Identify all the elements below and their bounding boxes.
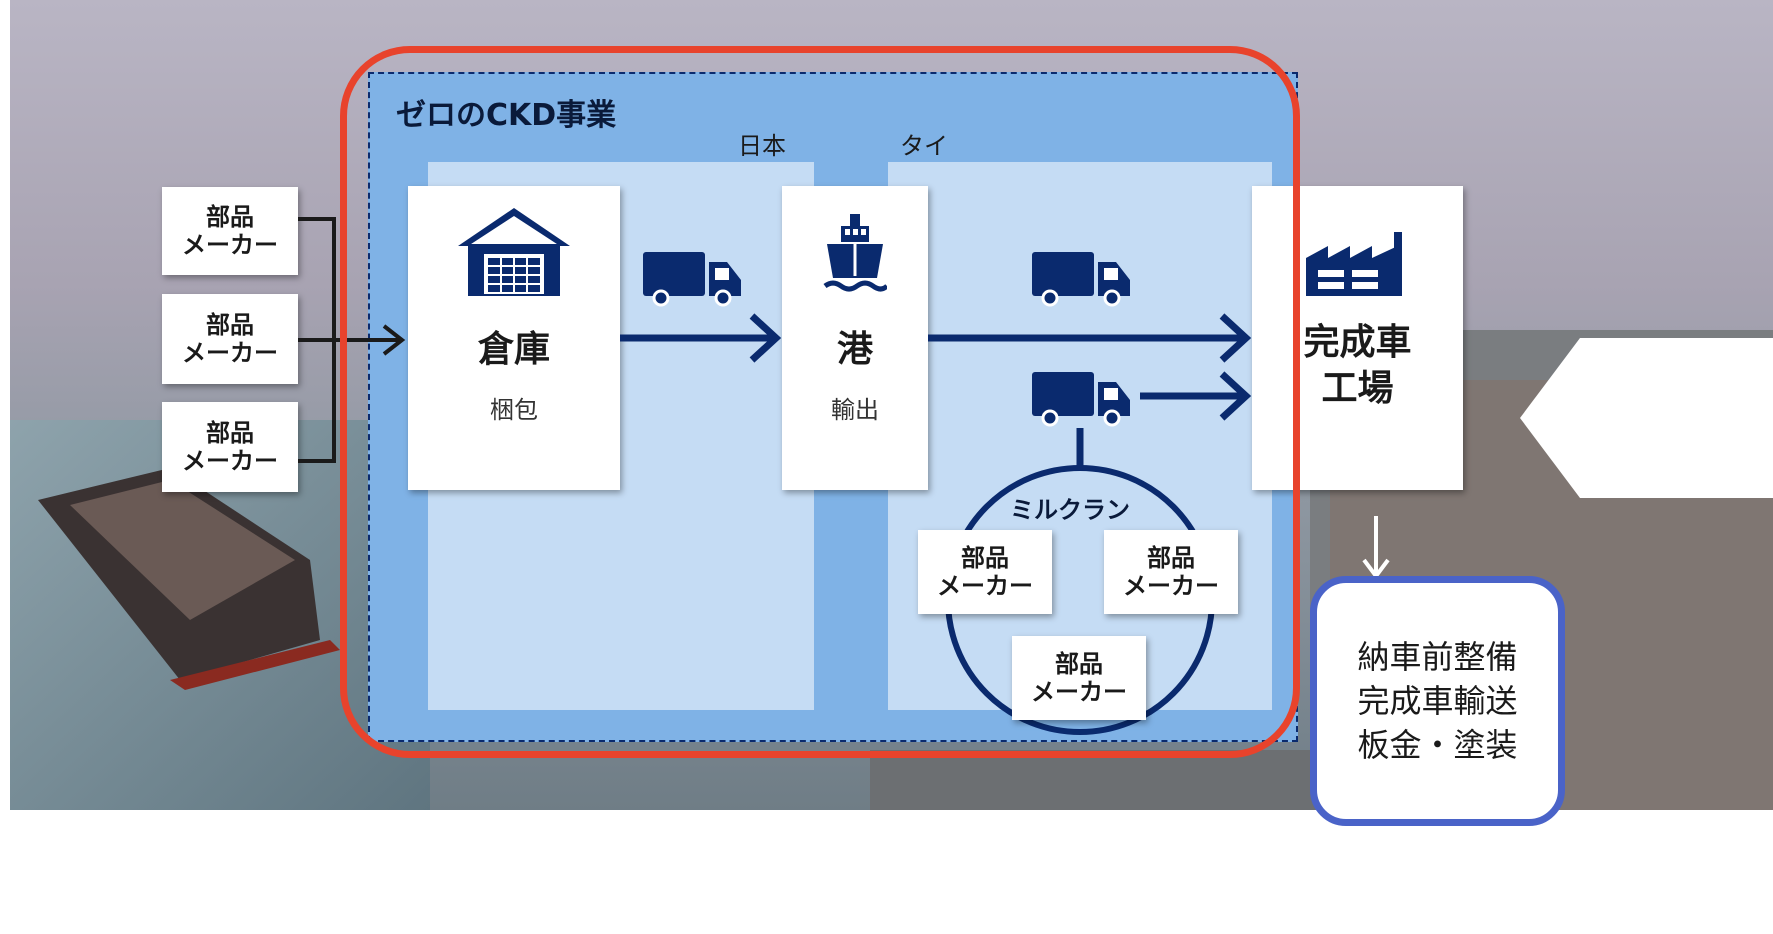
supplier-line1: 部品 <box>1147 544 1195 572</box>
factory-title-line2: 工場 <box>1321 368 1394 409</box>
port-card: 港 輸出 <box>782 186 928 490</box>
supplier-line2: メーカー <box>182 339 278 367</box>
supplier-line2: メーカー <box>182 231 278 259</box>
services-box: 納車前整備 完成車輸送 板金・塗装 <box>1310 576 1565 826</box>
arrow-factory-to-services <box>1362 516 1390 580</box>
supplier-line2: メーカー <box>937 572 1033 600</box>
factory-title-line1: 完成車 <box>1303 322 1412 363</box>
supplier-line2: メーカー <box>1031 678 1127 706</box>
highlight-frame <box>340 46 1300 758</box>
milkrun-supplier-box: 部品メーカー <box>1012 636 1146 720</box>
factory-card: 完成車 工場 <box>1252 186 1463 490</box>
ship-icon <box>823 214 887 292</box>
business-title: ゼロのCKD事業 <box>396 98 617 133</box>
service-pre-delivery: 納車前整備 <box>1357 638 1518 676</box>
truck-icon <box>1032 372 1130 427</box>
supplier-box: 部品メーカー <box>162 294 298 384</box>
right-pointer-shape <box>1520 338 1773 498</box>
service-body-paint: 板金・塗装 <box>1357 726 1518 764</box>
container-ship <box>38 468 340 690</box>
factory-icon <box>1306 232 1402 296</box>
truck-icon <box>1032 252 1130 307</box>
port-title: 港 <box>836 329 873 370</box>
warehouse-icon <box>458 208 570 296</box>
service-vehicle-transport: 完成車輸送 <box>1357 682 1518 720</box>
supplier-line1: 部品 <box>1055 650 1103 678</box>
supplier-line1: 部品 <box>206 419 254 447</box>
supplier-line1: 部品 <box>961 544 1009 572</box>
milkrun-supplier-box: 部品メーカー <box>918 530 1052 614</box>
region-label-japan: 日本 <box>738 132 786 160</box>
truck-icon <box>643 252 741 307</box>
milkrun-label: ミルクラン <box>1010 496 1130 524</box>
supplier-line1: 部品 <box>206 311 254 339</box>
supplier-line2: メーカー <box>182 447 278 475</box>
milkrun-supplier-box: 部品メーカー <box>1104 530 1238 614</box>
factory-title: 完成車 工場 <box>1252 320 1463 412</box>
warehouse-title: 倉庫 <box>477 329 550 370</box>
warehouse-card: 倉庫 梱包 <box>408 186 620 490</box>
supplier-box: 部品メーカー <box>162 402 298 492</box>
supplier-line2: メーカー <box>1123 572 1219 600</box>
region-label-thailand: タイ <box>900 132 948 160</box>
supplier-line1: 部品 <box>206 203 254 231</box>
warehouse-subtitle: 梱包 <box>490 396 538 424</box>
supplier-bracket <box>298 217 406 463</box>
supplier-box: 部品メーカー <box>162 187 298 275</box>
port-subtitle: 輸出 <box>831 396 879 424</box>
